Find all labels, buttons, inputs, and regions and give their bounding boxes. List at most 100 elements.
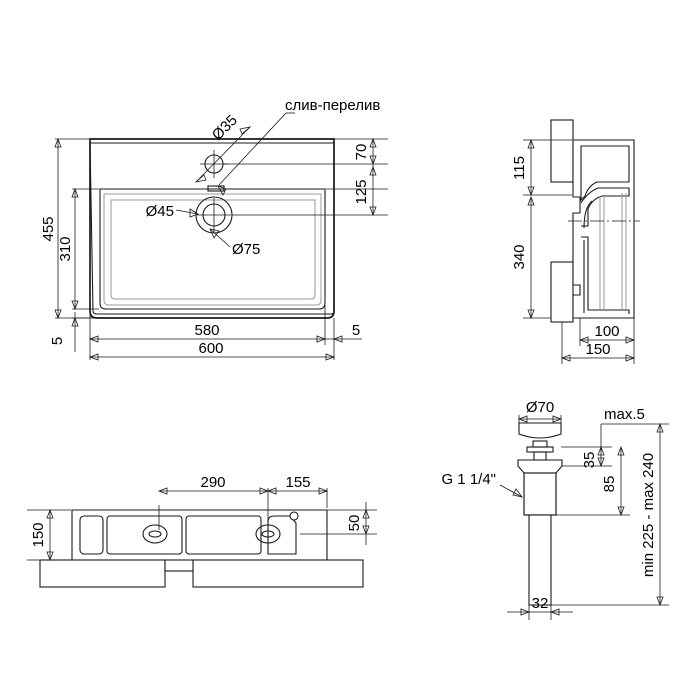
valve-thread-body: [523, 472, 557, 516]
taphole-leader-arrow-b: [239, 126, 252, 135]
arrow-f150-top: [46, 508, 54, 519]
arrow-total-top: [656, 422, 664, 433]
fixing-hole-left-inner: [148, 530, 162, 538]
d75-leader-arrow: [209, 228, 220, 239]
d75-label: Ø75: [232, 241, 260, 258]
valve-neck: [533, 451, 547, 461]
front-compartment-1: [79, 515, 104, 555]
dim-125: 125: [353, 179, 370, 204]
arrow-100-r: [625, 336, 636, 344]
front-section-view: 150 50 290 155: [27, 474, 377, 588]
valve-stem-top: [532, 440, 548, 448]
arrow-32-l: [520, 608, 531, 616]
d75-leader: [209, 228, 231, 248]
front-compartment-2: [106, 515, 183, 555]
arrow-5-left-top: [71, 316, 79, 327]
arrow-35-top: [597, 445, 605, 456]
arrow-f150-bot: [46, 551, 54, 562]
arrow-600-r: [325, 353, 336, 361]
dim-115: 115: [511, 156, 528, 180]
arrow-d70-r: [552, 415, 563, 423]
dim-front-50: 50: [346, 515, 363, 532]
thread-leader: [499, 484, 523, 498]
dim-580: 580: [194, 322, 219, 339]
front-body-outline: [71, 509, 328, 561]
arrow-155-r: [318, 487, 329, 495]
arrow-70-bot: [369, 155, 377, 166]
valve-thread-outline: [523, 472, 557, 516]
fixing-hole-left-outer: [142, 524, 168, 544]
bowl-outline-2: [103, 193, 322, 306]
dim-85: 85: [601, 476, 618, 493]
base-plate-notch: [164, 559, 194, 572]
basin-lower-section: [581, 236, 630, 314]
dim-5-left: 5: [49, 337, 66, 345]
fixing-hole-right-inner: [261, 530, 275, 538]
arrow-115-top: [527, 138, 535, 149]
basin-outline-inner: [89, 142, 335, 315]
front-compartment-3: [185, 515, 262, 555]
dim-455: 455: [40, 216, 57, 241]
dim-total-length: min 225 - max 240: [640, 453, 657, 577]
dim-35: 35: [581, 452, 598, 469]
arrow-150s-r: [625, 354, 636, 362]
dim-155: 155: [285, 474, 310, 491]
taphole-leader: [195, 126, 251, 183]
arrow-125-top: [369, 165, 377, 176]
arrow-35-bot: [597, 457, 605, 468]
front-corner-hole: [289, 511, 299, 521]
base-plate-right: [192, 559, 364, 588]
arrow-32-r: [549, 608, 560, 616]
arrow-f50-top: [362, 508, 370, 519]
wall-bracket-upper: [550, 119, 574, 183]
arrow-70-top: [369, 137, 377, 148]
dim-340: 340: [511, 244, 528, 269]
thread-leader-arrow: [512, 488, 523, 498]
label-max5: max.5: [604, 406, 645, 423]
taphole-leader-arrow-a: [194, 174, 207, 183]
arrow-85-bot: [617, 506, 625, 517]
dim-150-side: 150: [585, 341, 610, 358]
dim-100: 100: [594, 323, 619, 340]
arrow-total-bot: [656, 596, 664, 607]
valve-cap: [518, 422, 562, 439]
arrow-d70-l: [517, 415, 528, 423]
arrow-310-bot: [71, 300, 79, 311]
wall-bracket-lower: [550, 261, 574, 323]
arrow-310-top: [71, 187, 79, 198]
arrow-125-bot: [369, 206, 377, 217]
arrow-100-l: [578, 336, 589, 344]
valve-flange: [517, 459, 563, 474]
arrow-290-r: [259, 487, 270, 495]
base-plate-left: [39, 559, 166, 588]
arrow-340-top: [527, 195, 535, 206]
dim-310: 310: [57, 236, 74, 261]
arrow-85-top: [617, 445, 625, 456]
dim-70: 70: [353, 144, 370, 161]
dim-32: 32: [532, 595, 549, 612]
arrow-290-l: [157, 487, 168, 495]
basin-curve-profile-2: [583, 200, 593, 229]
dim-600: 600: [198, 340, 223, 357]
bowl-bottom-outline: [110, 199, 316, 300]
arrow-455-bot: [54, 309, 62, 320]
d45-label: Ø45: [146, 203, 174, 220]
dim-5-right: 5: [352, 322, 360, 339]
arrow-150s-l: [560, 354, 571, 362]
right-section-view: 115 340 100 150: [511, 119, 640, 364]
basin-section-inner: [580, 145, 630, 202]
overflow-label: слив-перелив: [285, 97, 380, 114]
bowl-outline: [99, 188, 326, 310]
drain-valve-detail: Ø70 max.5 35 85 min 225 - max 240 32: [441, 399, 669, 620]
arrow-340-bot: [527, 309, 535, 320]
overflow-leader-arrow: [217, 185, 227, 196]
top-view: Ø35 слив-перелив Ø45 Ø75 455 310: [40, 97, 388, 361]
label-thread-spec: G 1 1/4": [441, 471, 496, 488]
dim-front-150: 150: [30, 522, 47, 547]
arrow-600-l: [88, 353, 99, 361]
d45-leader-arrow: [189, 208, 199, 218]
d45-leader: [175, 209, 199, 215]
arrow-f50-bot: [362, 525, 370, 536]
valve-tube: [528, 514, 552, 606]
